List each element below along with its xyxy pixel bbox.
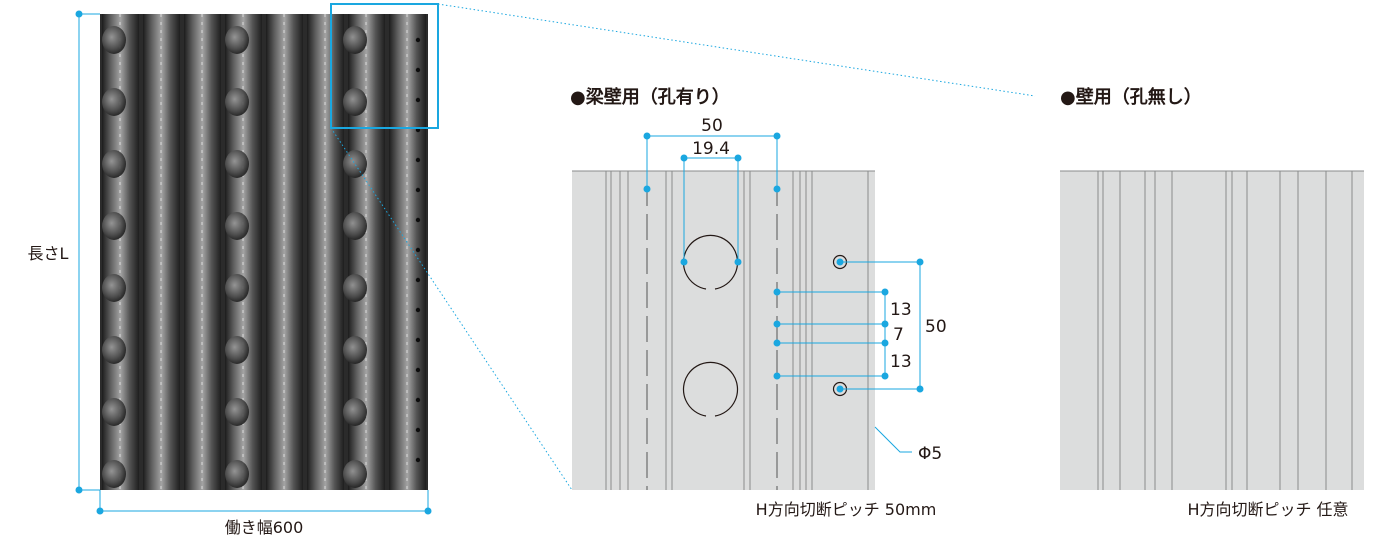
dim-hole-pitch: 50 — [701, 116, 723, 136]
photo-edge-hole — [415, 397, 421, 403]
dim-mid-gap: 7 — [893, 325, 904, 345]
zoom-connector-top — [437, 3, 1036, 97]
beam-wall-dimensions — [646, 135, 921, 453]
wall-rib-lines — [1097, 171, 1353, 490]
wall-caption: H方向切断ピッチ 任意 — [1187, 500, 1348, 519]
photo-dimple — [343, 26, 367, 54]
photo-dimple — [225, 26, 249, 54]
photo-edge-hole — [415, 427, 421, 433]
photo-edge-hole — [415, 97, 421, 103]
beam-wall-title: ●梁壁用（孔有り） — [570, 86, 730, 108]
photo-edge-hole — [415, 457, 421, 463]
photo-dimple — [343, 150, 367, 178]
photo-dimple — [343, 398, 367, 426]
photo-dimple — [225, 460, 249, 488]
photo-edge-hole — [415, 37, 421, 43]
photo-rib — [307, 14, 344, 490]
beam-wall-panel-face — [572, 171, 875, 490]
photo-edge-hole — [415, 367, 421, 373]
photo-edge-hole — [415, 337, 421, 343]
beam-wall-rib-lines — [605, 171, 869, 490]
photo-dimple — [102, 460, 126, 488]
photo-dimple — [102, 150, 126, 178]
photo-dimple — [343, 212, 367, 240]
dim-hole-diameter: 19.4 — [692, 139, 730, 159]
photo-dimple — [102, 212, 126, 240]
wall-title: ●壁用（孔無し） — [1060, 86, 1202, 108]
photo-rib — [143, 14, 180, 490]
panel-photo — [100, 14, 428, 490]
length-label: 長さL — [28, 244, 69, 263]
photo-edge-hole — [415, 157, 421, 163]
photo-dimple — [102, 336, 126, 364]
photo-rib — [184, 14, 221, 490]
panel-photo-dimples — [102, 26, 367, 488]
width-dimension — [96, 490, 432, 515]
zoom-box — [330, 3, 439, 129]
photo-dimple — [225, 336, 249, 364]
dim-vertical-pitch: 50 — [925, 317, 947, 337]
photo-dimple — [102, 274, 126, 302]
photo-dimple — [102, 398, 126, 426]
photo-edge-hole — [415, 277, 421, 283]
beam-wall-caption: H方向切断ピッチ 50mm — [756, 500, 937, 519]
length-dimension — [75, 10, 100, 494]
photo-edge-hole — [415, 187, 421, 193]
photo-dimple — [343, 336, 367, 364]
photo-dimple — [102, 26, 126, 54]
wall-panel — [1060, 170, 1364, 490]
beam-wall-panel — [572, 170, 875, 490]
photo-edge-hole — [415, 247, 421, 253]
dim-top-gap: 13 — [890, 300, 912, 320]
photo-dimple — [102, 88, 126, 116]
photo-dimple — [225, 88, 249, 116]
dim-bottom-gap: 13 — [890, 352, 912, 372]
photo-dimple — [225, 398, 249, 426]
photo-dimple — [343, 274, 367, 302]
photo-dimple — [225, 212, 249, 240]
dim-small-hole-diameter: Φ5 — [918, 444, 942, 464]
large-hole-bottom — [682, 361, 739, 417]
large-hole-top — [682, 234, 739, 290]
width-label: 働き幅600 — [225, 518, 304, 537]
photo-edge-hole — [415, 217, 421, 223]
zoom-connector-bottom — [330, 127, 573, 491]
photo-edge-hole — [415, 67, 421, 73]
wall-panel-face — [1060, 171, 1364, 490]
photo-dimple — [225, 274, 249, 302]
photo-dimple — [225, 150, 249, 178]
photo-dimple — [343, 88, 367, 116]
photo-dimple — [343, 460, 367, 488]
panel-photo-edge-holes — [415, 37, 421, 463]
photo-rib — [266, 14, 303, 490]
beam-wall-dimension-dots — [643, 132, 924, 393]
photo-edge-hole — [415, 307, 421, 313]
photo-rib — [389, 14, 426, 490]
